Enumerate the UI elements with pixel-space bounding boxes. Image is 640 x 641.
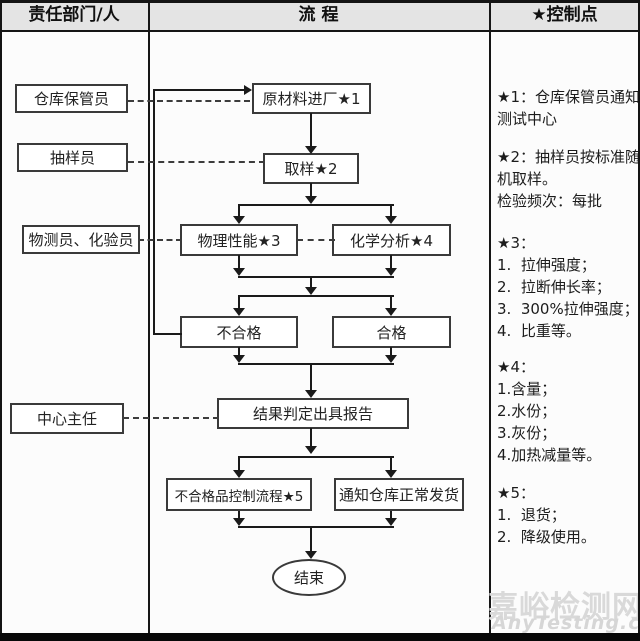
watermark-chinese: 嘉峪检测网 xyxy=(488,590,640,625)
flow-line xyxy=(310,365,312,391)
arrowhead-down-icon xyxy=(385,470,397,478)
dashed-link-center-director xyxy=(123,417,219,419)
control-point-text: 2. 拉断伸长率； xyxy=(497,278,611,296)
column-divider-right xyxy=(489,0,491,633)
role-box-sampler: 抽样员 xyxy=(17,143,128,172)
arrowhead-down-icon xyxy=(233,268,245,276)
header-control-points: ★控制点 xyxy=(531,5,598,25)
flow-line xyxy=(238,255,240,269)
flow-line xyxy=(238,511,240,519)
control-point-text: 1.含量； xyxy=(497,380,557,398)
dashed-link-sampler xyxy=(128,161,265,163)
flow-node-pass: 合格 xyxy=(332,316,451,348)
feedback-line-top xyxy=(153,89,244,91)
flow-line xyxy=(238,297,240,309)
control-point-text: ★4： xyxy=(497,358,535,376)
control-point-text: ★1：仓库保管员通知 xyxy=(497,88,640,106)
flow-node-sampling: 取样★2 xyxy=(263,153,359,184)
flow-merge-bus xyxy=(238,526,394,528)
flow-line xyxy=(238,458,240,471)
flow-node-notify-warehouse-ship: 通知仓库正常发货 xyxy=(334,478,464,511)
arrowhead-down-icon xyxy=(305,146,317,154)
flow-line xyxy=(390,511,392,519)
control-point-text: 1. 退货； xyxy=(497,506,566,524)
dashed-link-testers xyxy=(138,239,182,241)
flow-line xyxy=(310,428,312,447)
control-point-text: 检验频次：每批 xyxy=(497,192,603,210)
flow-node-nonconforming-control: 不合格品控制流程★5 xyxy=(166,478,312,511)
flow-node-chemical-analysis: 化学分析★4 xyxy=(332,224,451,256)
flow-line xyxy=(310,113,312,147)
flow-line xyxy=(310,278,312,288)
table-header: 责任部门/人 流 程 ★控制点 xyxy=(0,0,640,32)
flow-line xyxy=(390,297,392,309)
arrowhead-down-icon xyxy=(385,355,397,363)
flow-line xyxy=(390,206,392,217)
border-left xyxy=(0,0,2,641)
flow-line xyxy=(310,528,312,552)
flow-node-fail: 不合格 xyxy=(180,316,298,348)
flow-line xyxy=(390,255,392,269)
arrowhead-down-icon xyxy=(305,446,317,454)
arrowhead-down-icon xyxy=(305,551,317,559)
column-divider-left xyxy=(148,0,150,633)
flow-split-bus xyxy=(238,295,394,297)
flow-line xyxy=(390,458,392,471)
header-process: 流 程 xyxy=(298,5,339,25)
arrowhead-down-icon xyxy=(233,216,245,224)
arrowhead-down-icon xyxy=(305,390,317,398)
flow-node-issue-report: 结果判定出具报告 xyxy=(217,398,409,429)
arrowhead-down-icon xyxy=(233,308,245,316)
arrowhead-down-icon xyxy=(385,216,397,224)
arrowhead-down-icon xyxy=(385,268,397,276)
control-point-text: ★5： xyxy=(497,484,535,502)
feedback-line-vertical xyxy=(153,89,155,335)
flow-line xyxy=(238,206,240,217)
flow-node-end: 结束 xyxy=(272,559,346,596)
control-point-text: 机取样。 xyxy=(497,170,558,188)
arrowhead-down-icon xyxy=(233,470,245,478)
role-box-warehouse-keeper: 仓库保管员 xyxy=(15,84,128,113)
arrowhead-down-icon xyxy=(385,308,397,316)
flow-line xyxy=(310,183,312,197)
control-point-text: ★3： xyxy=(497,234,535,252)
border-bottom xyxy=(0,633,640,641)
dashed-link-warehouse-keeper xyxy=(128,100,250,102)
control-point-text: 2. 降级使用。 xyxy=(497,528,596,546)
control-point-text: 2.水份； xyxy=(497,402,557,420)
control-point-text: 3.灰份； xyxy=(497,424,557,442)
control-point-text: ★2：抽样员按标准随 xyxy=(497,148,640,166)
control-point-text: 1. 拉伸强度； xyxy=(497,256,596,274)
arrowhead-down-icon xyxy=(233,518,245,526)
border-top xyxy=(0,0,640,3)
control-point-text: 4. 比重等。 xyxy=(497,322,581,340)
flow-line xyxy=(390,347,392,356)
role-box-testers: 物测员、化验员 xyxy=(22,225,140,254)
header-responsible-dept: 责任部门/人 xyxy=(28,5,120,25)
control-point-text: 4.加热减量等。 xyxy=(497,446,602,464)
flow-merge-bus xyxy=(238,276,394,278)
arrowhead-down-icon xyxy=(233,355,245,363)
dashed-link-between-tests xyxy=(297,239,335,241)
control-point-text: 3. 300%拉伸强度； xyxy=(497,300,639,318)
arrowhead-down-icon xyxy=(305,196,317,204)
flow-node-raw-material-arrival: 原材料进厂★1 xyxy=(252,83,371,114)
flow-merge-bus xyxy=(238,363,394,365)
flow-node-physical-properties: 物理性能★3 xyxy=(180,224,298,256)
role-box-center-director: 中心主任 xyxy=(10,403,124,434)
arrowhead-down-icon xyxy=(385,518,397,526)
arrowhead-right-icon xyxy=(244,85,252,95)
border-right xyxy=(638,0,640,641)
control-point-text: 测试中心 xyxy=(497,110,558,128)
watermark-english: AnyTesting.com xyxy=(492,612,640,634)
control-points-column: ★1：仓库保管员通知 测试中心 ★2：抽样员按标准随 机取样。 检验频次：每批 … xyxy=(497,86,640,548)
flow-line xyxy=(238,347,240,356)
arrowhead-down-icon xyxy=(305,287,317,295)
feedback-line-bottom xyxy=(153,333,182,335)
flow-split-bus xyxy=(238,204,394,206)
flow-split-bus xyxy=(238,456,394,458)
